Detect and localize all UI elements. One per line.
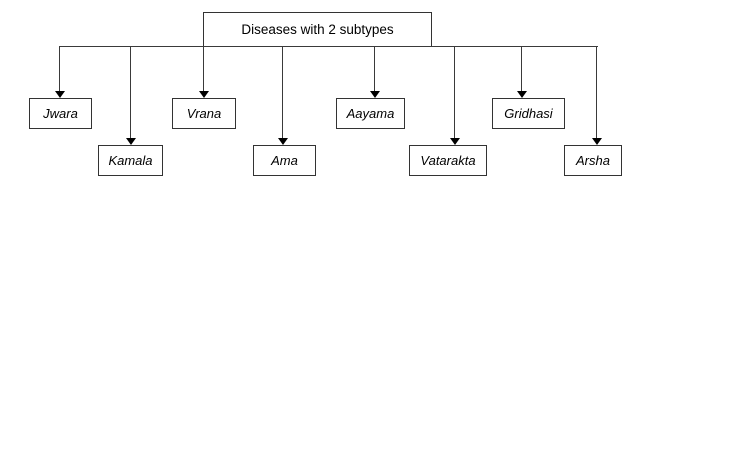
connector-drop-vatarakta [454,46,456,139]
node-aayama-label: Aayama [346,106,395,121]
arrowhead-jwara [55,91,65,98]
arrowhead-aayama [370,91,380,98]
arrowhead-gridhasi [517,91,527,98]
node-arsha-label: Arsha [576,153,610,168]
node-gridhasi: Gridhasi [492,98,565,129]
connector-drop-ama [282,46,284,139]
node-vatarakta-label: Vatarakta [420,153,476,168]
node-vrana: Vrana [172,98,236,129]
node-vatarakta: Vatarakta [409,145,487,176]
connector-drop-jwara [59,46,61,92]
node-arsha: Arsha [564,145,622,176]
node-kamala-label: Kamala [108,153,153,168]
node-vrana-label: Vrana [186,106,222,121]
connector-drop-kamala [130,46,132,139]
node-root: Diseases with 2 subtypes [203,12,432,47]
arrowhead-arsha [592,138,602,145]
node-ama-label: Ama [271,153,298,168]
connector-hline [59,46,598,48]
arrowhead-vrana [199,91,209,98]
connector-drop-gridhasi [521,46,523,92]
node-jwara-label: Jwara [43,106,78,121]
arrowhead-vatarakta [450,138,460,145]
arrowhead-ama [278,138,288,145]
connector-drop-vrana [203,46,205,92]
connector-drop-aayama [374,46,376,92]
node-jwara: Jwara [29,98,92,129]
connector-drop-arsha [596,46,598,139]
node-gridhasi-label: Gridhasi [504,106,553,121]
node-aayama: Aayama [336,98,405,129]
node-kamala: Kamala [98,145,163,176]
node-ama: Ama [253,145,316,176]
node-root-label: Diseases with 2 subtypes [241,22,394,37]
arrowhead-kamala [126,138,136,145]
